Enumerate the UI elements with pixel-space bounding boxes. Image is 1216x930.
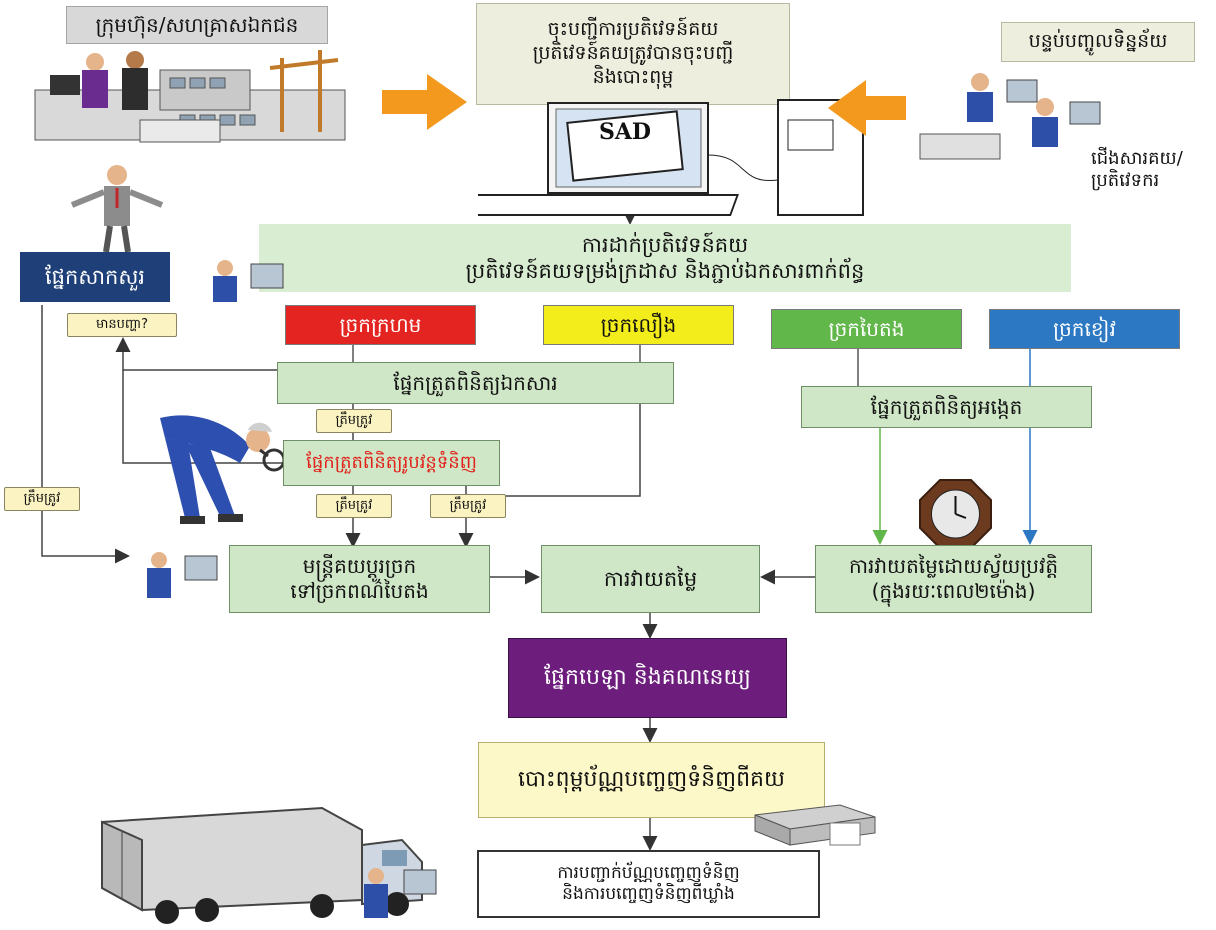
yellow-channel-box: ច្រកលឿង [543,305,734,345]
assessment-box: ការវាយតម្លៃ [541,545,760,613]
broker-line-1: ជើងសារគយ/ [1091,147,1183,169]
has-problem-note: មានបញ្ហា? [67,313,177,337]
inquiry-department-box: ផ្នែកសាកសួរ [20,252,170,302]
inspector-with-magnifier-illustration [160,415,286,524]
register-declaration-box: ចុះបញ្ជីការប្រតិវេទន៍គយ ប្រតិវេទន៍គយត្រូ… [476,3,790,105]
data-entry-staff-illustration [919,73,1101,160]
broker-label: ជើងសារគយ/ ប្រតិវេទករ [1091,142,1216,198]
red-channel-box: ច្រកក្រហម [285,305,476,345]
register-line-3: និងបោះពុម្ព [592,65,674,88]
observation-check-box: ផ្នែកត្រួតពិនិត្យអង្កេត [801,386,1092,428]
physical-check-box: ផ្នែកត្រួតពិនិត្យរូបវន្តទំនិញ [283,440,500,486]
officer-line-2: ទៅច្រកពណ៌បៃតង [290,579,429,603]
auto-assessment-box: ការវាយតម្លៃដោយស្វ័យប្រវត្តិ (ក្នុងរយៈពេល… [815,545,1092,613]
declaration-submission-box: ការដាក់ប្រតិវេទន៍គយ ប្រតិវេទន៍គយទម្រង់ក្… [259,224,1071,292]
print-release-permit-box: បោះពុម្ពប័ណ្ណបញ្ចេញទំនិញពីគយ [478,742,825,818]
register-line-2: ប្រតិវេទន៍គយត្រូវបានចុះបញ្ជី [532,42,734,65]
arrow-right-icon [382,74,467,130]
factory-illustration [34,50,346,143]
officer-switch-box: មន្ត្រីគយប្តូរច្រក ទៅច្រកពណ៌បៃតង [229,545,490,613]
officer-clerk-illustration [147,552,218,598]
officer-line-1: មន្ត្រីគយប្តូរច្រក [302,554,417,578]
warehouse-clerk-illustration [364,868,437,918]
printer-icon [754,804,876,846]
submission-line-2: ប្រតិវេទន៍គយទម្រង់ក្រដាស និងភ្ជាប់ឯកសារព… [465,259,865,283]
correct-note-physical: ត្រឹមត្រូវ [316,494,392,518]
confused-officer-illustration [70,165,164,253]
release-line-1: ការបញ្ជាក់ប័ណ្ណបញ្ចេញទំនិញ [557,862,740,883]
sad-label: SAD [598,119,652,146]
data-entry-room-label: បន្ទប់បញ្ចូលទិន្នន័យ [1001,22,1195,62]
broker-line-2: ប្រតិវេទករ [1091,170,1160,191]
correct-note-left: ត្រឹមត្រូវ [4,487,80,511]
clock-icon [919,479,992,549]
document-check-box: ផ្នែកត្រួតពិនិត្យឯកសារ [277,362,674,404]
physical-check-label: ផ្នែកត្រួតពិនិត្យរូបវន្តទំនិញ [306,451,477,473]
release-goods-box: ការបញ្ជាក់ប័ណ្ណបញ្ចេញទំនិញ និងការបញ្ចេញទ… [477,850,820,918]
green-channel-box: ច្រកបៃតង [771,309,962,349]
register-line-1: ចុះបញ្ជីការប្រតិវេទន៍គយ [547,18,719,41]
cashier-accounting-box: ផ្នែកបេឡា និងគណនេយ្យ [508,638,787,718]
correct-note-yellow: ត្រឹមត្រូវ [430,494,506,518]
release-line-2: និងការបញ្ចេញទំនិញពីឃ្លាំង [562,884,735,904]
clerk-illustration [213,260,284,302]
arrow-left-icon [828,80,906,136]
correct-note-doc: ត្រឹមត្រូវ [316,409,392,433]
computer-illustration [478,99,864,216]
auto-line-2: (ក្នុងរយៈពេល២ម៉ោង) [871,579,1036,603]
blue-channel-box: ច្រកខៀវ [989,309,1180,349]
submission-line-1: ការដាក់ប្រតិវេទន៍គយ [581,232,749,257]
company-label: ក្រុមហ៊ុន/សហគ្រាសឯកជន [66,6,328,44]
auto-line-1: ការវាយតម្លៃដោយស្វ័យប្រវត្តិ [848,554,1059,578]
